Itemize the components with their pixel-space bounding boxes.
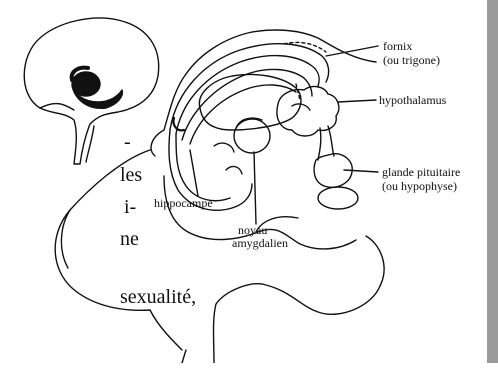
text-fragment-4: ne (120, 229, 139, 249)
label-pituitary: glande pituitaire (382, 165, 460, 179)
stem-left (182, 350, 186, 363)
label-fornix: fornix (383, 39, 412, 53)
fornix-arc-2 (176, 56, 319, 134)
leader-hypothalamus (338, 100, 376, 102)
text-fragment-2: les (120, 165, 142, 185)
label-hippocampus: hippocampe (154, 196, 213, 210)
label-fornix-sub: (ou trigone) (383, 53, 440, 67)
fornix-arc-outer (170, 44, 329, 130)
lower-contour (214, 236, 385, 363)
page-edge (487, 0, 498, 363)
inset-inner-line (40, 104, 74, 110)
leader-hippocampus (190, 150, 198, 196)
text-fragment-3: i- (124, 197, 136, 217)
outer-contour-left (61, 210, 70, 268)
leader-pituitary (344, 170, 378, 172)
pons-lobe (318, 187, 358, 209)
leader-amygdala (254, 152, 256, 224)
text-fragment-5: sexualité, (120, 287, 196, 307)
thalamus (199, 75, 301, 131)
amygdala (234, 119, 270, 153)
label-amygdala-2: amygdalien (232, 236, 288, 250)
small-bump-2 (226, 167, 242, 174)
fornix-arc-inner (190, 85, 296, 144)
pituitary-stalk-b (328, 126, 334, 156)
label-pituitary-sub: (ou hypophyse) (382, 179, 457, 193)
pituitary-stalk-a (318, 128, 321, 160)
hippocampus-inner (176, 134, 230, 201)
label-amygdala-1: noyau (238, 223, 267, 237)
small-bump-1 (214, 143, 234, 152)
label-hypothalamus: hypothalamus (379, 93, 447, 107)
inset-brain (24, 18, 158, 164)
hypothalamus (277, 87, 339, 136)
text-fragment-1: - (124, 132, 131, 152)
